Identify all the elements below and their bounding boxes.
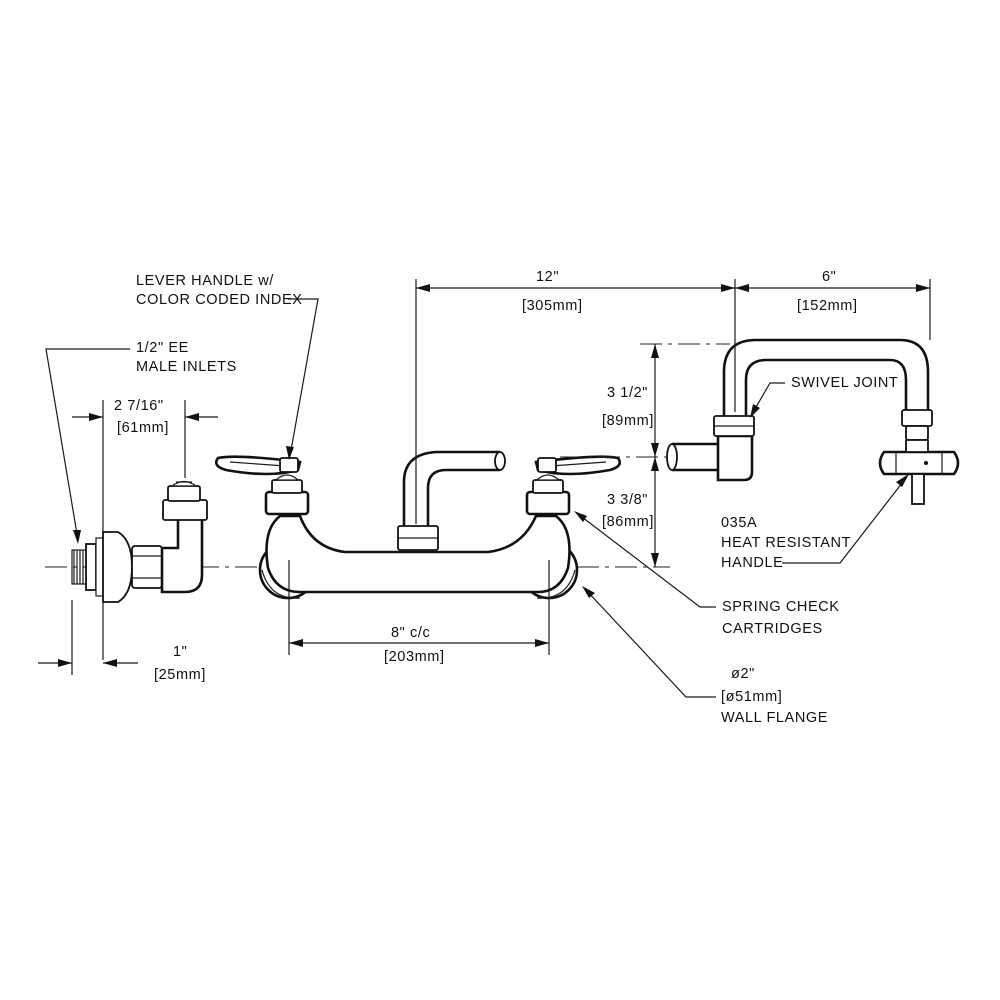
label-spring-check-2: CARTRIDGES xyxy=(722,621,823,637)
label-wall-flange-3: WALL FLANGE xyxy=(721,710,828,726)
dim-3-1-2: 3 1/2" [89mm] xyxy=(602,385,654,429)
dim-6: 6" [152mm] xyxy=(797,269,858,314)
dim-6-imperial: 6" xyxy=(822,269,836,285)
callout-lever-handle: LEVER HANDLE w/ COLOR CODED INDEX xyxy=(136,273,303,308)
dim-2-7-16: 2 7/16" [61mm] xyxy=(114,398,169,436)
label-swivel-joint: SWIVEL JOINT xyxy=(791,375,898,391)
label-inlets-2: MALE INLETS xyxy=(136,359,237,375)
label-heat-3: HANDLE xyxy=(721,555,783,571)
dim-6-metric: [152mm] xyxy=(797,298,858,314)
label-wall-flange-2: [ø51mm] xyxy=(721,689,782,705)
ext-lines-2-7-16 xyxy=(102,400,186,660)
leader-male-inlets xyxy=(45,348,130,541)
side-view-inlet-assembly xyxy=(71,480,208,603)
dim-1-inch: 1" [25mm] xyxy=(154,644,206,683)
dim-3-3-8-imperial: 3 3/8" xyxy=(607,492,648,508)
dim-1-metric: [25mm] xyxy=(154,667,206,683)
dim-1-imperial: 1" xyxy=(173,644,187,660)
dim-3-1-2-imperial: 3 1/2" xyxy=(607,385,648,401)
dim-3-3-8-metric: [86mm] xyxy=(602,514,654,530)
dim-12-imperial: 12" xyxy=(536,269,559,285)
label-inlets-1: 1/2" EE xyxy=(136,340,189,356)
dim-8cc-metric: [203mm] xyxy=(384,649,445,665)
callout-male-inlets: 1/2" EE MALE INLETS xyxy=(136,340,237,375)
label-heat-1: 035A xyxy=(721,515,757,531)
callout-spring-check: SPRING CHECK CARTRIDGES xyxy=(722,599,840,637)
dim-12-metric: [305mm] xyxy=(522,298,583,314)
dim-3-3-8: 3 3/8" [86mm] xyxy=(602,492,654,530)
dim-12: 12" [305mm] xyxy=(522,269,583,314)
label-spring-check-1: SPRING CHECK xyxy=(722,599,840,615)
dim-2-7-16-metric: [61mm] xyxy=(117,420,169,436)
dim-3-1-2-metric: [89mm] xyxy=(602,413,654,429)
dim-8-cc: 8" c/c [203mm] xyxy=(384,625,445,665)
label-lever-handle-2: COLOR CODED INDEX xyxy=(136,292,303,308)
label-heat-2: HEAT RESISTANT xyxy=(721,535,851,551)
dim-8cc-imperial: 8" c/c xyxy=(391,625,430,641)
swing-spout-detail xyxy=(666,338,960,505)
callout-swivel-joint: SWIVEL JOINT xyxy=(791,375,898,391)
callout-wall-flange: ø2" [ø51mm] WALL FLANGE xyxy=(721,666,828,726)
dim-2-7-16-imperial: 2 7/16" xyxy=(114,398,164,414)
faucet-front-view xyxy=(214,450,622,600)
label-wall-flange-1: ø2" xyxy=(731,666,755,682)
callout-heat-resistant-handle: 035A HEAT RESISTANT HANDLE xyxy=(721,515,851,571)
label-lever-handle-1: LEVER HANDLE w/ xyxy=(136,273,274,289)
